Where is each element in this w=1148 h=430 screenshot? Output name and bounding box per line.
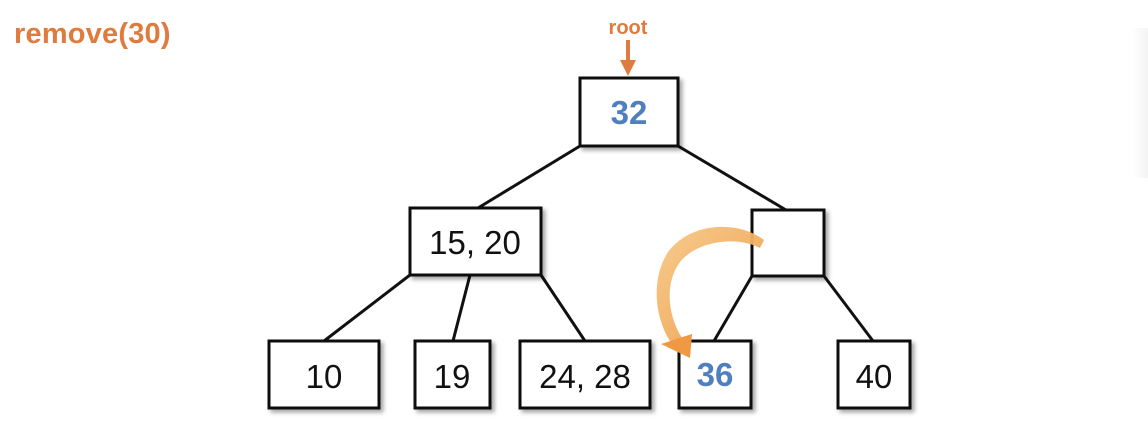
node-root: 32 — [578, 76, 680, 148]
edge-root-left — [477, 144, 581, 210]
node-leaf-10: 10 — [267, 339, 381, 410]
root-pointer-arrow — [620, 40, 636, 76]
node-leaf-36-key: 36 — [697, 356, 734, 393]
node-leaf-19: 19 — [413, 339, 492, 410]
curved-move-arrow-icon — [656, 226, 764, 358]
node-leaf-40: 40 — [836, 339, 912, 410]
node-root-key: 32 — [611, 94, 648, 131]
node-leaf-24-28-keys: 24, 28 — [539, 358, 631, 395]
node-left-internal: 15, 20 — [408, 206, 543, 277]
edge-left-leaf3 — [539, 274, 587, 342]
edge-left-leaf2 — [451, 274, 472, 342]
edge-left-leaf1 — [323, 273, 411, 343]
node-leaf-40-key: 40 — [856, 358, 893, 395]
node-leaf-10-key: 10 — [306, 358, 343, 395]
diagram-title: remove(30) — [14, 18, 171, 50]
node-left-internal-keys: 15, 20 — [429, 224, 521, 261]
node-leaf-24-28: 24, 28 — [518, 339, 652, 410]
node-leaf-36: 36 — [677, 339, 753, 410]
root-pointer-label: root — [609, 17, 648, 39]
edge-right-leaf5 — [822, 275, 875, 342]
edge-root-right — [677, 144, 787, 212]
node-leaf-19-key: 19 — [434, 358, 471, 395]
tree-edges — [323, 144, 875, 343]
node-right-internal-empty — [750, 208, 826, 278]
edge-right-leaf4 — [712, 275, 754, 342]
slide-edge-shadow — [1132, 28, 1148, 178]
